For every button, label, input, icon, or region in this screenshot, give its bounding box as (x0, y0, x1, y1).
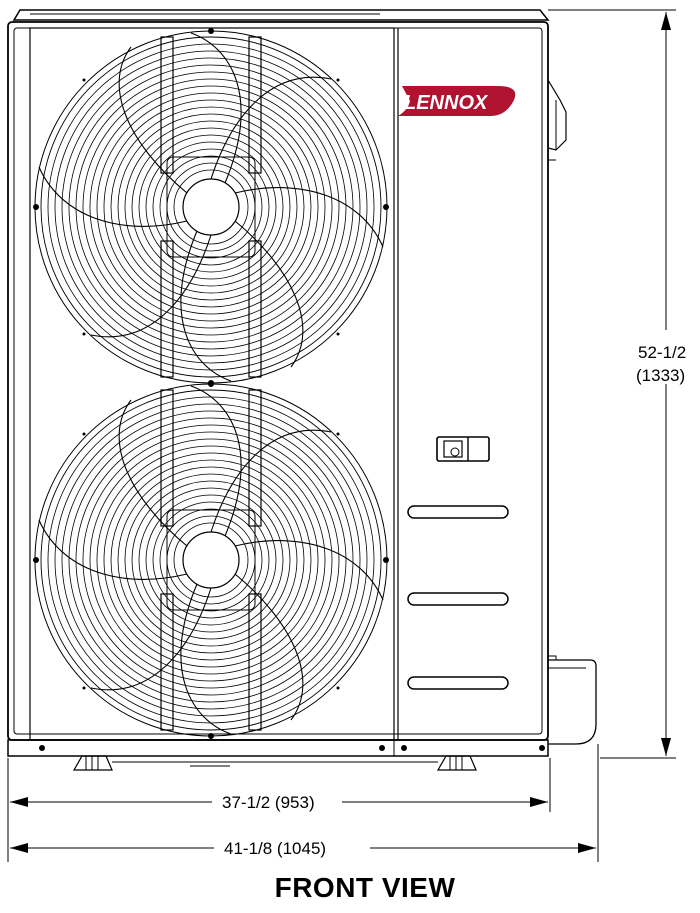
base-screw (401, 745, 407, 751)
pipe-cover (547, 655, 597, 745)
cabinet-width-dimension: 37-1/2 (953) (7, 758, 551, 862)
fan-guard-icon (32, 27, 390, 387)
base-screw (539, 745, 545, 751)
height-imperial-label: 52-1/2 (638, 343, 686, 362)
louver-slot (407, 676, 509, 690)
view-title: FRONT VIEW (274, 872, 456, 903)
foot-left (72, 755, 113, 771)
overall-width-label: 41-1/8 (1045) (224, 839, 326, 858)
base-screw (39, 745, 45, 751)
lennox-logo: LENNOX (398, 86, 516, 116)
cabinet (7, 9, 550, 771)
base-screw (379, 745, 385, 751)
height-dimension: 52-1/2 (1333) (548, 9, 686, 759)
overall-width-dimension: 41-1/8 (1045) (10, 744, 599, 862)
fan-guard-icon (32, 380, 390, 740)
electrical-access-icon (436, 436, 490, 462)
height-metric-label: (1333) (636, 366, 685, 385)
louver-slot (407, 592, 509, 606)
service-valve-cover (547, 79, 567, 161)
foot-right (436, 755, 477, 771)
cabinet-width-label: 37-1/2 (953) (222, 793, 315, 812)
svg-text:LENNOX: LENNOX (404, 92, 489, 114)
louver-slot (407, 505, 509, 519)
